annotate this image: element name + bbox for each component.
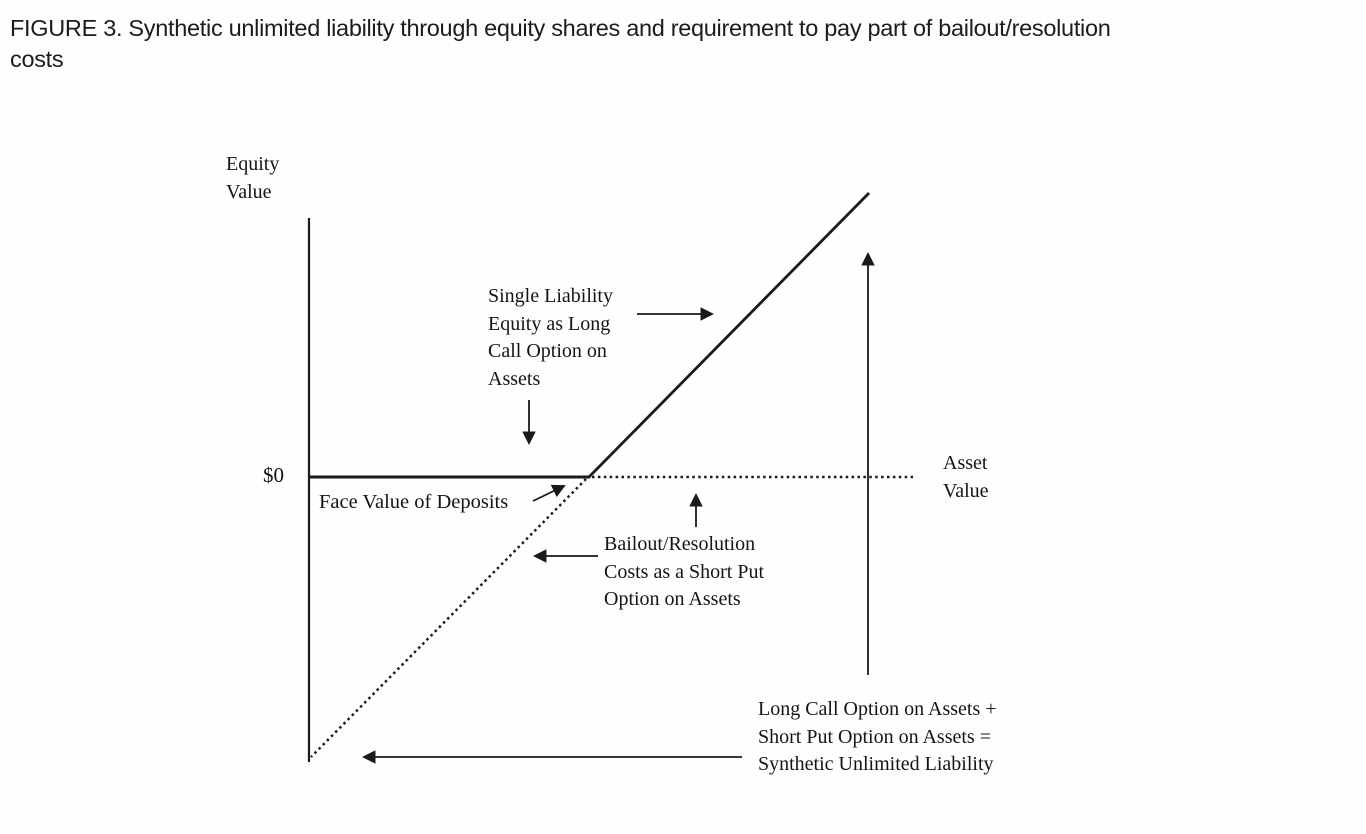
- call-payoff-line: [587, 192, 870, 479]
- face-value-arrow: [532, 484, 566, 502]
- origin-zero-label: $0: [263, 463, 284, 487]
- synthetic-liability-annotation: Long Call Option on Assets + Short Put O…: [758, 698, 997, 775]
- put-payoff-dotted-line: [310, 478, 587, 758]
- y-axis-label: Equity Value: [226, 153, 280, 203]
- x-axis-label: Asset Value: [943, 452, 989, 502]
- figure-title: FIGURE 3. Synthetic unlimited liability …: [10, 15, 1111, 72]
- face-value-of-deposits-label: Face Value of Deposits: [319, 491, 509, 513]
- long-call-annotation: Single Liability Equity as Long Call Opt…: [488, 285, 613, 390]
- short-put-annotation: Bailout/Resolution Costs as a Short Put …: [604, 533, 765, 610]
